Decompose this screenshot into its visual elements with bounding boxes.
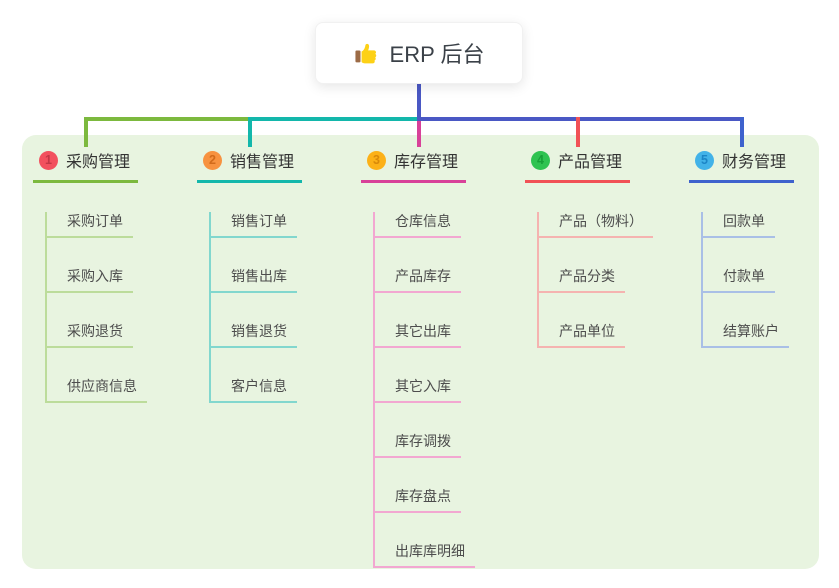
branch-children: 仓库信息产品库存其它出库其它入库库存调拨库存盘点出库库明细 [373, 212, 475, 568]
connector-branch-1 [84, 117, 88, 147]
connector-bus-mid [248, 117, 419, 121]
branch-children: 回款单付款单结算账户 [701, 212, 794, 348]
branch-title[interactable]: 4 产品管理 [525, 146, 631, 183]
connector-root-drop [417, 82, 421, 122]
priority-badge: 5 [695, 150, 714, 170]
priority-badge: 2 [203, 150, 222, 170]
child-node[interactable]: 结算账户 [703, 322, 789, 348]
branch-title[interactable]: 1 采购管理 [33, 146, 139, 183]
branch-children: 销售订单销售出库销售退货客户信息 [209, 212, 302, 403]
child-node[interactable]: 回款单 [703, 212, 775, 238]
connector-branch-4 [576, 117, 580, 147]
branch: 3 库存管理 仓库信息产品库存其它出库其它入库库存调拨库存盘点出库库明细 [361, 146, 475, 568]
child-node[interactable]: 采购退货 [47, 322, 133, 348]
connector-bus-right [417, 117, 744, 121]
branch: 1 采购管理 采购订单采购入库采购退货供应商信息 [33, 146, 147, 403]
child-node[interactable]: 供应商信息 [47, 377, 147, 403]
branch-label: 产品管理 [558, 154, 623, 171]
connector-branch-5 [740, 117, 744, 147]
branch-label: 采购管理 [66, 154, 131, 171]
branch-title[interactable]: 2 销售管理 [197, 146, 303, 183]
child-node[interactable]: 其它出库 [375, 322, 461, 348]
child-node[interactable]: 客户信息 [211, 377, 297, 403]
branch-children: 产品（物料） 产品分类产品单位 [537, 212, 653, 348]
child-node[interactable]: 库存盘点 [375, 487, 461, 513]
connector-branch-3 [417, 121, 421, 147]
branch-children: 采购订单采购入库采购退货供应商信息 [45, 212, 147, 403]
mindmap-panel: 1 采购管理 采购订单采购入库采购退货供应商信息 2 销售管理 销售订单销售出库… [22, 135, 819, 569]
root-label: ERP 后台 [389, 42, 485, 67]
branch: 5 财务管理 回款单付款单结算账户 [689, 146, 795, 348]
connector-bus-left [84, 117, 250, 121]
child-node[interactable]: 付款单 [703, 267, 775, 293]
priority-badge: 1 [39, 150, 58, 170]
child-node[interactable]: 销售退货 [211, 322, 297, 348]
root-node[interactable]: ERP 后台 [315, 22, 523, 84]
branch: 2 销售管理 销售订单销售出库销售退货客户信息 [197, 146, 303, 403]
branch-label: 财务管理 [722, 154, 787, 171]
branch-title[interactable]: 3 库存管理 [361, 146, 467, 183]
child-node[interactable]: 产品分类 [539, 267, 625, 293]
child-node[interactable]: 出库库明细 [375, 542, 475, 568]
child-node[interactable]: 销售订单 [211, 212, 297, 238]
connector-branch-2 [248, 117, 252, 147]
child-node[interactable]: 产品（物料） [539, 212, 653, 238]
child-node[interactable]: 产品库存 [375, 267, 461, 293]
priority-badge: 4 [531, 150, 550, 170]
branch-label: 库存管理 [394, 154, 459, 171]
thumbs-up-icon [354, 43, 376, 64]
branch: 4 产品管理 产品（物料） 产品分类产品单位 [525, 146, 653, 348]
child-node[interactable]: 产品单位 [539, 322, 625, 348]
priority-badge: 3 [367, 150, 386, 170]
child-node[interactable]: 销售出库 [211, 267, 297, 293]
branch-label: 销售管理 [230, 154, 295, 171]
child-node[interactable]: 仓库信息 [375, 212, 461, 238]
branch-title[interactable]: 5 财务管理 [689, 146, 795, 183]
child-node[interactable]: 库存调拨 [375, 432, 461, 458]
child-node[interactable]: 采购订单 [47, 212, 133, 238]
child-node[interactable]: 其它入库 [375, 377, 461, 403]
child-node[interactable]: 采购入库 [47, 267, 133, 293]
